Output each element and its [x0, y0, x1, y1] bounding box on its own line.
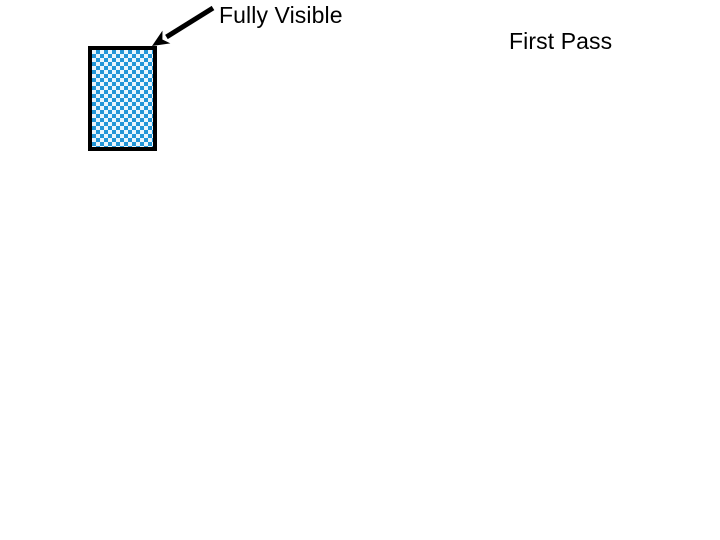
- checkered-rectangle-fill: [92, 50, 153, 147]
- arrow-shaft: [165, 5, 215, 40]
- checkered-rectangle-border: [88, 46, 157, 151]
- page-title: First Pass: [509, 28, 613, 54]
- arrow-head-icon: [152, 30, 171, 46]
- callout-label: Fully Visible: [219, 2, 343, 28]
- callout-arrow: [152, 5, 215, 46]
- checkered-rectangle-shape[interactable]: [88, 46, 157, 151]
